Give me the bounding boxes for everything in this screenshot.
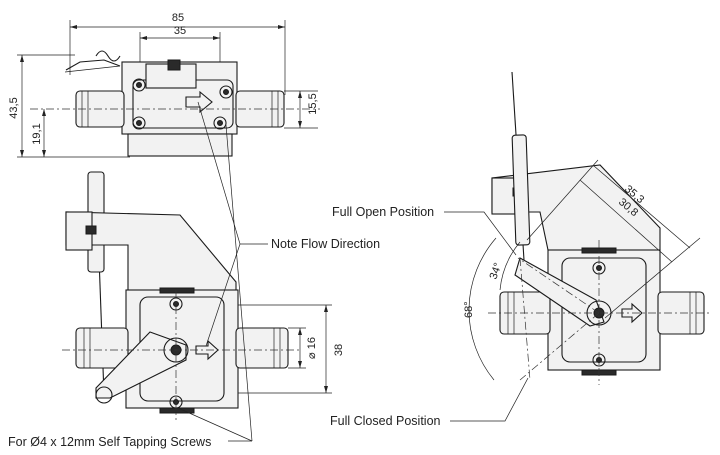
dim-85: 85 <box>172 12 184 24</box>
callout-full-open: Full Open Position <box>332 205 434 219</box>
callout-full-closed: Full Closed Position <box>330 414 441 428</box>
callout-note-flow: Note Flow Direction <box>271 237 380 251</box>
dim-43-5: 43,5 <box>8 97 20 118</box>
angle-68: 68° <box>463 301 475 318</box>
top-view: 85 35 <box>8 12 320 158</box>
callout-screws: For Ø4 x 12mm Self Tapping Screws <box>8 435 211 449</box>
angle-34: 34° <box>488 261 505 281</box>
dim-dia-16: ⌀ 16 <box>306 337 318 359</box>
dim-19-1: 19,1 <box>31 123 43 144</box>
side-view: 34° 68° 35,3 30,8 <box>463 71 712 385</box>
front-view: ⌀ 16 38 <box>62 171 345 420</box>
callouts: Full Open Position Note Flow Direction F… <box>8 101 529 449</box>
dim-38: 38 <box>333 344 345 356</box>
dim-35: 35 <box>174 25 186 37</box>
dim-15-5: 15,5 <box>307 93 319 114</box>
